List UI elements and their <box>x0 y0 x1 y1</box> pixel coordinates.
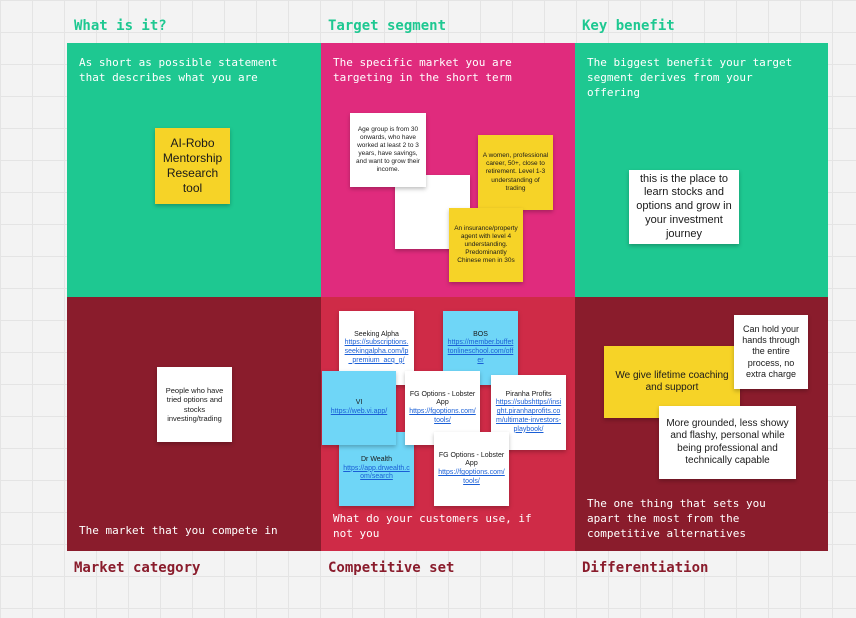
note-title: BOS <box>473 330 488 338</box>
bos-link[interactable]: https://member.buffettonlineschool.com/o… <box>447 339 514 364</box>
panel-description: As short as possible statement that desc… <box>79 56 278 84</box>
sticky-note-market[interactable]: People who have tried options and stocks… <box>157 367 232 442</box>
panel-what-is-it[interactable]: As short as possible statement that desc… <box>67 43 321 297</box>
note-title: FG Options - Lobster App <box>409 390 476 407</box>
note-title: VI <box>355 399 363 407</box>
panel-description: The market that you compete in <box>79 524 278 537</box>
sticky-note-fg-options-2[interactable]: FG Options - Lobster App https://fgoptio… <box>434 432 509 506</box>
heading-competitive-set: Competitive set <box>328 560 455 576</box>
sticky-note-age-group[interactable]: Age group is from 30 onwards, who have w… <box>350 113 426 187</box>
piranha-profits-link[interactable]: https://subshttps//insight.piranhaprofit… <box>495 399 562 433</box>
sticky-note-hold-hands[interactable]: Can hold your hands through the entire p… <box>734 315 808 389</box>
panel-market-category[interactable]: The market that you compete in <box>67 297 321 551</box>
sticky-note-women-segment[interactable]: A women, professional career, 50+, close… <box>478 135 553 210</box>
sticky-note-vi[interactable]: VI https://web.vi.app/ <box>322 371 396 445</box>
note-title: Seeking Alpha <box>354 330 399 338</box>
heading-key-benefit: Key benefit <box>582 18 675 34</box>
vi-link[interactable]: https://web.vi.app/ <box>330 408 388 415</box>
sticky-note-learn[interactable]: this is the place to learn stocks and op… <box>629 170 739 244</box>
panel-description: The specific market you are targeting in… <box>333 56 512 84</box>
panel-description: The one thing that sets you apart the mo… <box>587 497 766 540</box>
heading-market-category: Market category <box>74 560 201 576</box>
fg-options-link[interactable]: https://fgoptions.com/tools/ <box>409 408 476 424</box>
seeking-alpha-link[interactable]: https://subscriptions.seekingalpha.com/l… <box>344 339 409 364</box>
fg-options-link[interactable]: https://fgoptions.com/tools/ <box>438 469 505 485</box>
panel-description: What do your customers use, if not you <box>333 512 532 540</box>
heading-differentiation: Differentiation <box>582 560 709 576</box>
sticky-note-grounded[interactable]: More grounded, less showy and flashy, pe… <box>659 406 796 479</box>
heading-target-segment: Target segment <box>328 18 447 34</box>
panel-key-benefit[interactable]: The biggest benefit your target segment … <box>575 43 828 297</box>
dr-wealth-link[interactable]: https://app.drwealth.com/search <box>343 464 410 481</box>
note-title: FG Options - Lobster App <box>438 451 505 468</box>
note-title: Piranha Profits <box>505 390 552 398</box>
note-title: Dr Wealth <box>361 455 392 463</box>
heading-what-is-it: What is it? <box>74 18 167 34</box>
sticky-note-product[interactable]: AI-Robo Mentorship Research tool <box>155 128 230 204</box>
panel-description: The biggest benefit your target segment … <box>587 56 793 99</box>
sticky-note-agent-segment[interactable]: An insurance/property agent with level 4… <box>449 208 523 282</box>
